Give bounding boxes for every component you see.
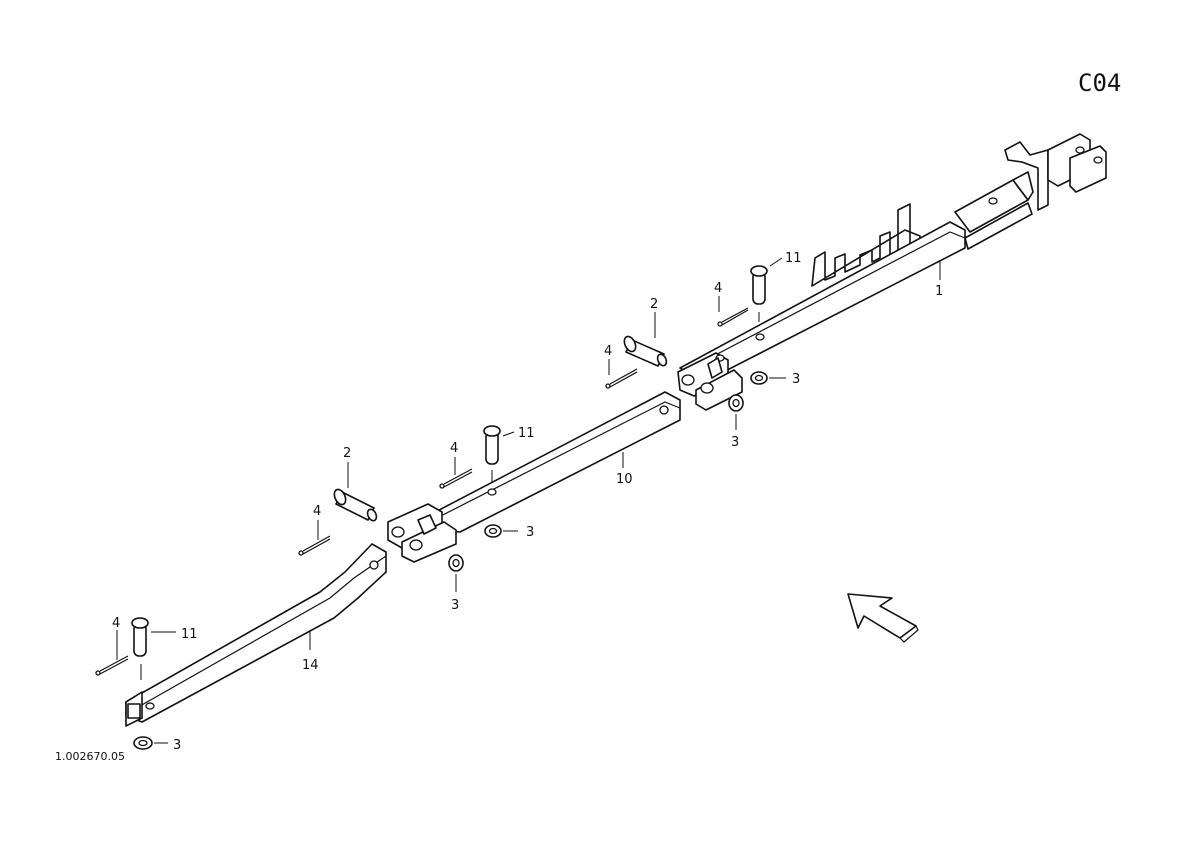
callout-3-mid: 3	[526, 525, 534, 540]
pin-11-top	[750, 265, 768, 305]
callout-3-right: 3	[792, 372, 800, 387]
cotter-pin-4-mid	[439, 468, 473, 489]
washer-3-right	[750, 371, 768, 385]
drawing-reference: 1.002670.05	[55, 750, 125, 763]
callout-11-mid: 11	[518, 426, 535, 441]
callout-3-below-yoke: 3	[451, 598, 459, 613]
callout-11-left: 11	[181, 627, 198, 642]
cotter-pin-4-top	[717, 307, 749, 327]
cotter-pin-4-left	[95, 655, 129, 676]
part-1-drawbar	[677, 133, 1107, 411]
direction-arrow-icon	[847, 593, 919, 643]
cotter-pin-4-mid-right	[605, 368, 638, 389]
callout-11-top: 11	[785, 251, 802, 266]
washer-3-below-lugs	[728, 394, 744, 412]
callout-10: 10	[616, 472, 633, 487]
pin-11-mid	[483, 425, 501, 465]
callout-14: 14	[302, 658, 319, 673]
part-10-drawbar	[387, 391, 681, 563]
cotter-pin-4-mid-left	[298, 535, 331, 556]
callout-2-top: 2	[650, 297, 658, 312]
callout-3-left: 3	[173, 738, 181, 753]
pin-2-mid	[333, 488, 378, 522]
callout-4-mid: 4	[450, 441, 458, 456]
callout-4-mid-right: 4	[604, 344, 612, 359]
part-14-drawbar	[125, 543, 387, 727]
callout-4-left: 4	[112, 616, 120, 631]
callout-4-mid-left: 4	[313, 504, 321, 519]
callout-4-top: 4	[714, 281, 722, 296]
page-code: C04	[1078, 69, 1121, 97]
pin-11-left	[131, 617, 149, 657]
washer-3-mid	[484, 524, 502, 538]
washer-3-left	[133, 736, 153, 750]
pin-2-top	[623, 335, 668, 367]
callout-3-below-lugs: 3	[731, 435, 739, 450]
callout-2-mid: 2	[343, 446, 351, 461]
washer-3-below-yoke	[448, 554, 464, 572]
callout-1: 1	[935, 284, 943, 299]
